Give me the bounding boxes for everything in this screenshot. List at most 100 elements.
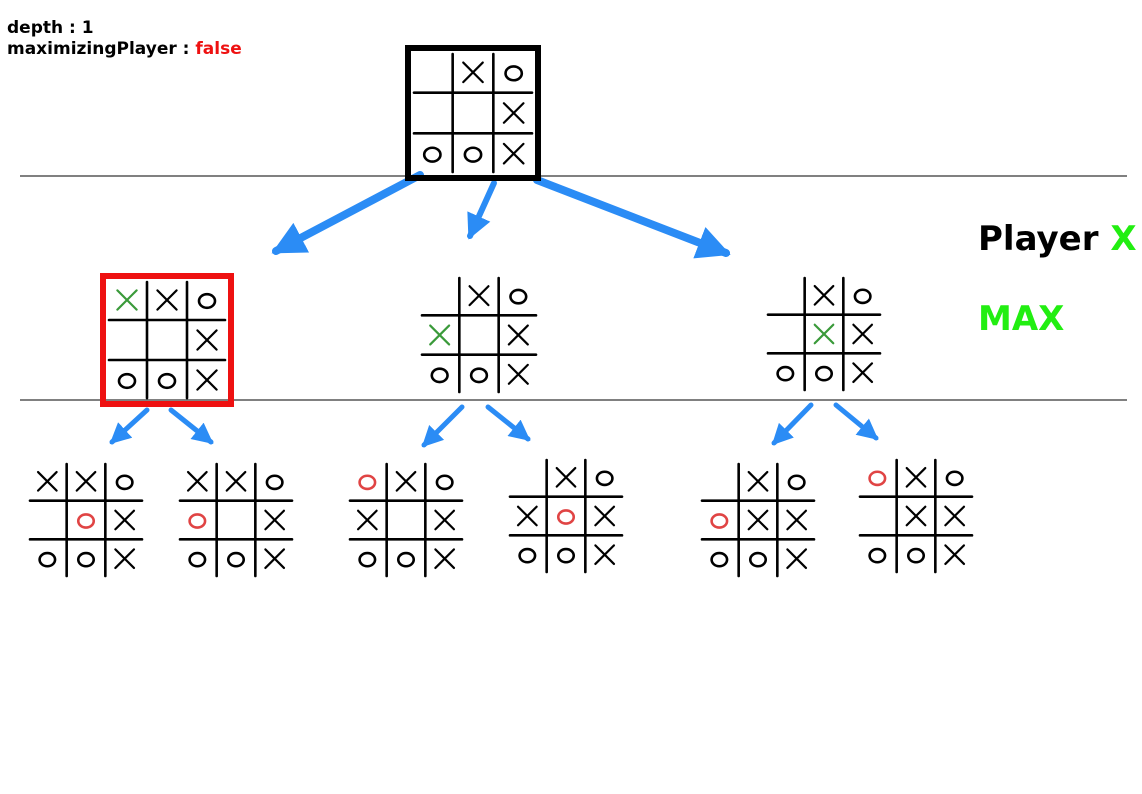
o-mark (518, 547, 537, 564)
state-info-panel: depth : 1 maximizingPlayer : false (7, 18, 242, 60)
arrow-child-1-to-grandchild-1 (109, 407, 150, 445)
x-mark (462, 61, 484, 84)
o-mark (435, 474, 454, 491)
x-mark (516, 505, 538, 527)
root-board-frame (405, 45, 541, 181)
o-mark (509, 288, 528, 305)
x-mark (196, 369, 218, 391)
o-mark (504, 65, 524, 82)
x-mark (852, 323, 874, 345)
x-mark (786, 509, 808, 531)
player-label: Player (978, 219, 1111, 259)
o-mark (868, 547, 887, 564)
x-mark (594, 544, 616, 566)
maximizing-player-label: maximizingPlayer : (7, 39, 196, 59)
x-mark (944, 544, 966, 566)
x-mark (507, 324, 529, 346)
o-mark (188, 551, 207, 568)
child-board-2 (420, 276, 538, 394)
x-mark (502, 102, 525, 124)
x-mark (905, 466, 927, 488)
o-mark (115, 474, 134, 491)
new-o-mark (710, 513, 729, 529)
grandchild-board-5 (700, 462, 816, 578)
x-mark (75, 470, 97, 492)
depth-label: depth : 1 (7, 18, 94, 38)
o-mark (430, 367, 449, 384)
arrow-root-to-child-3 (533, 176, 731, 259)
child-board-1 (100, 273, 234, 407)
o-mark (748, 551, 768, 568)
max-role-label: MAX (978, 299, 1065, 339)
x-mark (747, 509, 769, 531)
x-mark (114, 509, 136, 531)
grandchild-board-4 (508, 458, 624, 574)
new-o-mark (358, 474, 377, 491)
tree-arrows (109, 171, 879, 448)
new-o-mark (868, 470, 887, 487)
x-mark (395, 470, 417, 492)
new-x-mark (116, 289, 138, 311)
x-mark (594, 505, 616, 527)
o-mark (787, 474, 806, 491)
player-symbol: X (1110, 219, 1137, 259)
arrow-child-3-to-grandchild-6 (833, 402, 879, 441)
o-mark (556, 547, 576, 564)
x-mark (786, 548, 808, 570)
o-mark (814, 365, 834, 382)
x-mark (434, 548, 456, 570)
new-x-mark (813, 323, 835, 345)
arrow-child-3-to-grandchild-5 (771, 402, 814, 446)
o-mark (76, 551, 96, 568)
tree-boards (28, 45, 974, 578)
o-mark (945, 470, 964, 487)
root-board (405, 45, 541, 181)
o-mark (853, 288, 872, 305)
o-mark (906, 547, 926, 564)
x-mark (507, 363, 529, 385)
o-mark (396, 551, 416, 568)
grandchild-board-1 (28, 462, 144, 578)
x-mark (944, 505, 966, 527)
grandchild-board-2 (178, 462, 294, 578)
arrow-child-2-to-grandchild-4 (485, 404, 531, 442)
new-o-mark (188, 513, 207, 529)
o-mark (358, 551, 377, 568)
arrow-child-1-to-grandchild-2 (168, 407, 214, 445)
o-mark (463, 146, 483, 163)
x-mark (186, 470, 208, 492)
x-mark (356, 509, 378, 531)
o-mark (422, 146, 442, 163)
x-mark (813, 284, 835, 306)
x-mark (36, 470, 58, 492)
o-mark (595, 470, 614, 487)
x-mark (555, 466, 577, 488)
x-mark (502, 142, 525, 165)
x-mark (852, 362, 874, 384)
x-mark (905, 505, 927, 527)
o-mark (710, 551, 729, 568)
x-mark (225, 470, 247, 492)
o-mark (157, 372, 177, 390)
arrow-root-to-child-1 (271, 171, 424, 255)
x-mark (264, 509, 286, 531)
child-board-3 (766, 276, 882, 392)
x-mark (434, 509, 456, 531)
x-mark (114, 548, 136, 570)
child-board-1-frame (100, 273, 234, 407)
arrow-child-2-to-grandchild-3 (421, 404, 465, 448)
maximizing-player-line: maximizingPlayer : false (7, 39, 242, 60)
o-mark (197, 292, 217, 310)
o-mark (117, 372, 137, 390)
x-mark (196, 329, 218, 351)
grandchild-board-6 (858, 458, 974, 574)
maximizing-player-value: false (195, 39, 242, 59)
x-mark (468, 285, 490, 307)
x-mark (264, 548, 286, 570)
x-mark (747, 470, 769, 492)
o-mark (776, 365, 795, 382)
new-o-mark (76, 513, 96, 529)
x-mark (156, 289, 178, 311)
new-o-mark (556, 509, 576, 525)
